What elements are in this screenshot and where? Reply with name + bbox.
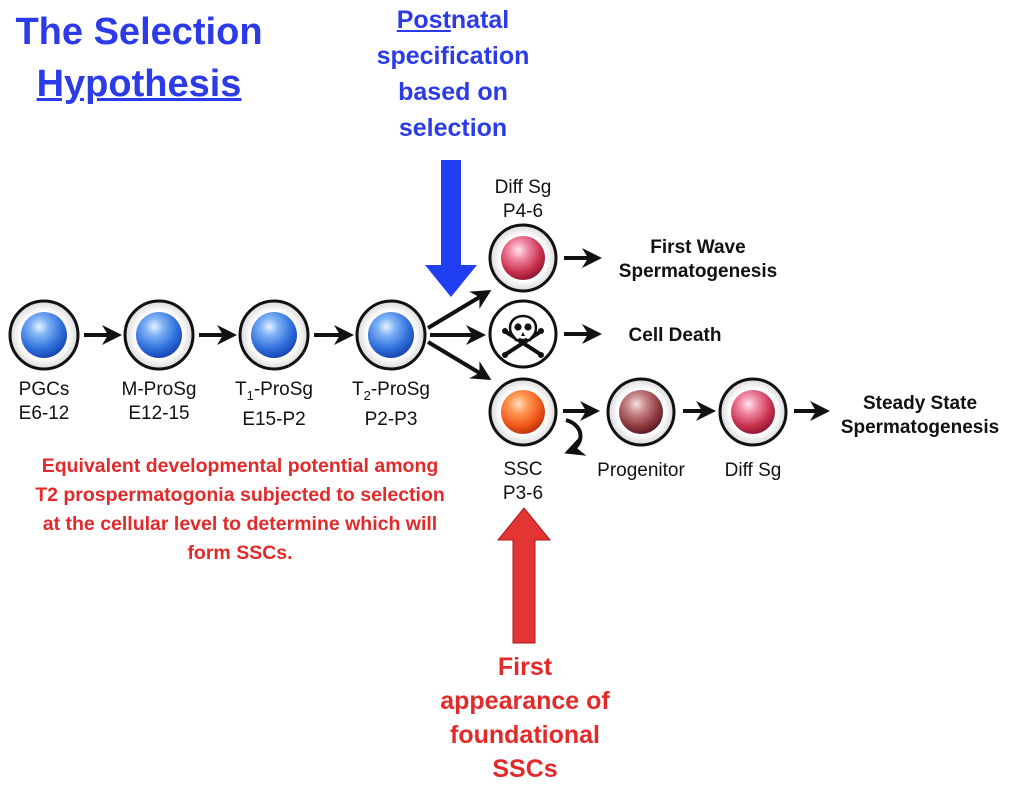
label-t1-name: T1-ProSg [235, 379, 313, 403]
cell-m-prosg [123, 299, 195, 371]
label-mprosg-age: E12-15 [128, 403, 190, 424]
cell-diff-sg-bottom [718, 377, 788, 447]
label-pgc-name: PGCs [18, 379, 70, 400]
title-line-1: The Selection [15, 11, 263, 53]
label-m-prosg: M-ProSg E12-15 [104, 378, 214, 426]
label-diff-sg-top: Diff Sg P4-6 [468, 176, 578, 224]
first-wave-line-1: First Wave [650, 237, 746, 258]
label-progenitor: Progenitor [597, 460, 685, 481]
bottom-note-line-2: appearance of [440, 687, 610, 715]
steady-state-line-2: Spermatogenesis [840, 417, 1000, 438]
equivalent-potential-note: Equivalent developmental potential among… [35, 455, 445, 564]
label-t2-name: T2-ProSg [352, 379, 430, 403]
note-natal: natal [450, 6, 510, 34]
cell-t2-prosg [355, 299, 427, 371]
label-diffsg-top-name: Diff Sg [494, 177, 552, 198]
cell-t1-prosg [238, 299, 310, 371]
bottom-note-line-3: foundational [450, 721, 600, 749]
label-mprosg-name: M-ProSg [121, 379, 197, 400]
arrow-t2-ssc [426, 340, 492, 381]
first-appearance-note: First appearance of foundational SSCs [430, 650, 620, 786]
label-diffsg-top-age: P4-6 [502, 201, 544, 222]
lineage-arrows [84, 248, 830, 456]
label-ssc: SSC P3-6 [468, 458, 578, 506]
title-line-2: Hypothesis [36, 63, 242, 105]
label-t1-age: E15-P2 [242, 408, 306, 430]
label-t2-prosg: T2-ProSg P2-P3 [336, 378, 446, 432]
note-line-2: specification [376, 42, 530, 70]
red-appearance-arrow [496, 507, 552, 644]
postnatal-specification-note: Postnatal specification based on selecti… [370, 2, 536, 146]
cell-diff-sg-top [488, 223, 558, 293]
label-pgc: PGCs E6-12 [0, 378, 99, 426]
blue-selection-arrow [425, 160, 477, 297]
arrow-t2-diffsg [426, 289, 492, 330]
bottom-note-line-4: SSCs [492, 755, 558, 783]
label-ssc-name: SSC [503, 459, 543, 480]
outcome-cell-death: Cell Death [628, 325, 722, 346]
label-diff-sg-bottom: Diff Sg [724, 460, 782, 481]
steady-state-line-1: Steady State [862, 393, 978, 414]
note-underlined-post: Post [396, 6, 451, 34]
skull-crossbones-icon [502, 314, 544, 358]
cell-pgc [8, 299, 80, 371]
diagram-title: The Selection Hypothesis [8, 6, 270, 110]
label-t1-prosg: T1-ProSg E15-P2 [219, 378, 329, 432]
outcome-steady-state: Steady State Spermatogenesis [828, 392, 1012, 440]
cell-ssc [488, 377, 558, 447]
cell-progenitor [606, 377, 676, 447]
arrow-ssc-selfrenew [564, 418, 587, 456]
note-line-4: selection [398, 114, 508, 142]
first-wave-line-2: Spermatogenesis [618, 261, 778, 282]
label-t2-age: P2-P3 [364, 408, 418, 430]
outcome-first-wave: First Wave Spermatogenesis [606, 236, 790, 284]
label-pgc-age: E6-12 [18, 403, 70, 424]
note-line-3: based on [398, 78, 508, 106]
label-ssc-age: P3-6 [502, 483, 544, 504]
bottom-note-line-1: First [497, 653, 553, 681]
